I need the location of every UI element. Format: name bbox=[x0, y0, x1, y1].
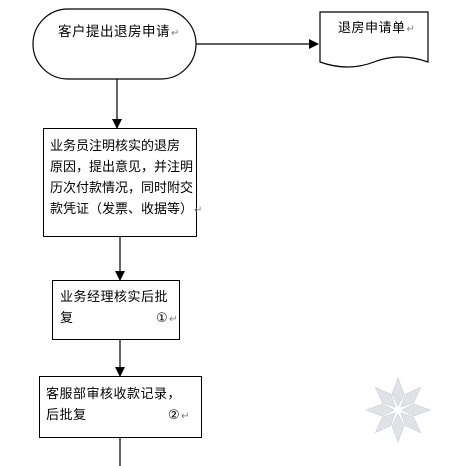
return-mark-icon: ↵ bbox=[194, 205, 203, 216]
step2-line: 复 ①↵ bbox=[60, 311, 179, 326]
step1-line: 原因，提出意见，并注明 bbox=[50, 160, 194, 175]
return-mark-icon: ↵ bbox=[181, 411, 191, 422]
step3-line: 客服部审核收款记录， bbox=[46, 387, 182, 402]
return-mark-icon: ↵ bbox=[406, 24, 416, 35]
start-label: 客户提出退房申请↵ bbox=[58, 22, 180, 44]
step1-line: 款凭证（发票、收据等）↵ bbox=[50, 202, 203, 217]
document-label: 退房申请单↵ bbox=[338, 18, 415, 40]
return-mark-icon: ↵ bbox=[169, 314, 179, 325]
step2-box bbox=[52, 280, 180, 340]
step3-label: 客服部审核收款记录， 后批复 ②↵ bbox=[46, 384, 196, 426]
step1-label: 业务员注明核实的退房 原因，提出意见，并注明 历次付款情况，同时附交 款凭证（发… bbox=[50, 136, 202, 221]
step-number-badge: ① bbox=[156, 311, 169, 326]
start-text: 客户提出退房申请 bbox=[58, 24, 170, 40]
step1-line: 历次付款情况，同时附交 bbox=[50, 181, 194, 196]
document-text: 退房申请单 bbox=[338, 21, 406, 36]
return-mark-icon: ↵ bbox=[171, 28, 180, 39]
step1-line: 业务员注明核实的退房 bbox=[50, 139, 181, 154]
step2-line: 业务经理核实后批 bbox=[60, 290, 169, 305]
step3-box bbox=[39, 376, 202, 438]
document-shape bbox=[319, 11, 429, 68]
start-terminator bbox=[32, 8, 197, 80]
step3-line: 后批复 ②↵ bbox=[46, 408, 191, 423]
step1-box bbox=[43, 128, 197, 237]
step2-label: 业务经理核实后批 复 ①↵ bbox=[60, 287, 179, 329]
snowflake-logo-icon bbox=[365, 377, 431, 443]
step-number-badge: ② bbox=[168, 408, 181, 423]
